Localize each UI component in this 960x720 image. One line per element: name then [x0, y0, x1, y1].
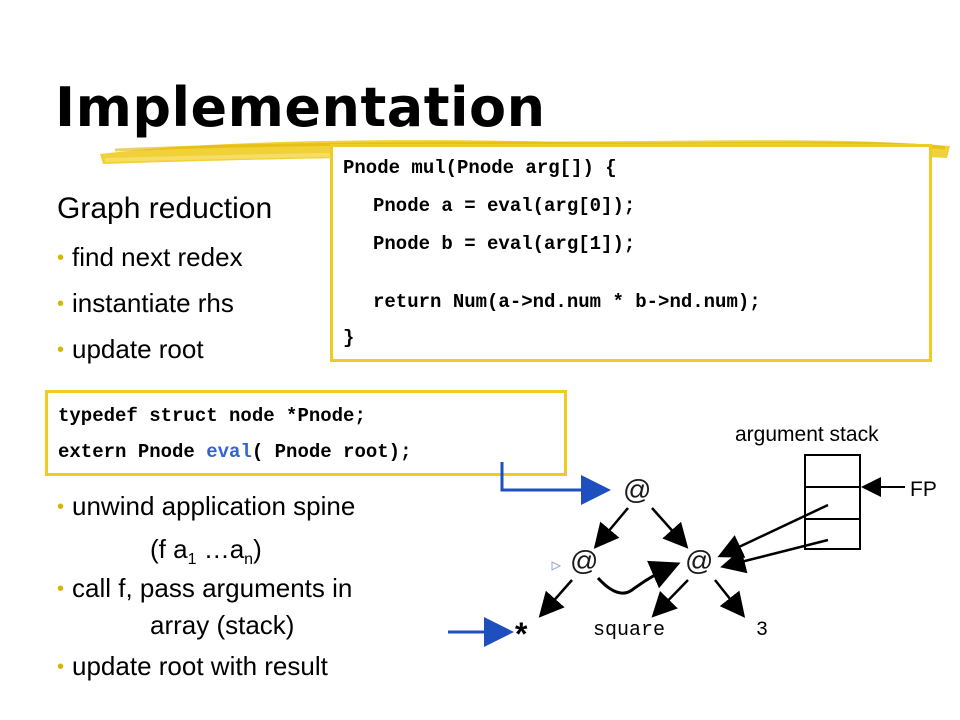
bullet-item: • update root — [57, 334, 204, 365]
bullet-dot-icon: • — [57, 578, 65, 600]
spine-text: …a — [196, 534, 245, 564]
edge-left-star — [538, 579, 573, 618]
bullet-text: update root with result — [72, 651, 328, 681]
bullet-text: update root — [72, 334, 204, 364]
fp-label: FP — [910, 478, 937, 501]
bullet-item: • update root with result — [57, 651, 328, 682]
graph-leaf-square: square — [593, 619, 666, 642]
bullet-item: • find next redex — [57, 242, 243, 273]
stack-pointer-arrow — [720, 538, 829, 574]
bullet-item: • unwind application spine — [57, 491, 355, 522]
bullet-text: unwind application spine — [72, 491, 356, 521]
bullet-text: call f, pass arguments in — [72, 573, 353, 603]
graph-node-left: @ — [570, 545, 599, 576]
argument-stack-label: argument stack — [735, 423, 879, 446]
edge-right-three — [714, 579, 746, 618]
graph-leaf-three: 3 — [756, 619, 769, 642]
eval-pointer-arrow — [500, 462, 611, 505]
section-heading: Graph reduction — [57, 192, 273, 225]
subscript: n — [244, 551, 254, 569]
graph-node-right: @ — [685, 545, 714, 576]
code-line: Pnode a = eval(arg[0]); — [373, 195, 636, 217]
code-fragment: ( Pnode root); — [251, 441, 412, 463]
subscript: 1 — [187, 551, 197, 569]
bullet-dot-icon: • — [57, 496, 65, 518]
graph-leaf-star: * — [515, 616, 528, 652]
code-line: return Num(a->nd.num * b->nd.num); — [373, 291, 761, 313]
faint-triangle-icon — [551, 561, 562, 571]
bullet-dot-icon: • — [57, 293, 65, 315]
bullet-text: find next redex — [72, 242, 243, 272]
stack-cell-top — [804, 454, 861, 488]
bullet-continuation: (f a1 …an) — [150, 534, 262, 569]
bullet-dot-icon: • — [57, 247, 65, 269]
code-line: extern Pnode eval( Pnode root); — [58, 441, 411, 463]
slide-title: Implementation — [55, 76, 546, 139]
code-line: Pnode b = eval(arg[1]); — [373, 233, 636, 255]
eval-keyword: eval — [206, 441, 252, 463]
bullet-continuation: array (stack) — [150, 610, 295, 640]
bullet-dot-icon: • — [57, 339, 65, 361]
code-fragment: extern Pnode — [58, 441, 207, 463]
code-box-mul: Pnode mul(Pnode arg[]) { Pnode a = eval(… — [330, 144, 932, 362]
code-line: typedef struct node *Pnode; — [58, 405, 366, 427]
bullet-item: • instantiate rhs — [57, 288, 234, 319]
spine-text: (f a — [150, 534, 188, 564]
edge-root-left — [593, 507, 629, 549]
edge-right-square — [651, 579, 689, 618]
code-line: Pnode mul(Pnode arg[]) { — [343, 157, 617, 179]
code-box-typedef: typedef struct node *Pnode; extern Pnode… — [45, 390, 567, 476]
code-line: } — [343, 327, 355, 349]
edge-root-right — [651, 507, 689, 549]
bullet-dot-icon: • — [57, 656, 65, 678]
bullet-text: instantiate rhs — [72, 288, 234, 318]
edge-left-right-curve — [596, 560, 681, 595]
graph-node-root: @ — [623, 474, 652, 505]
spine-text: ) — [253, 534, 262, 564]
stack-pointer-arrow — [717, 503, 829, 558]
bullet-item: • call f, pass arguments in — [57, 573, 352, 604]
stack-cell-middle — [804, 486, 861, 520]
